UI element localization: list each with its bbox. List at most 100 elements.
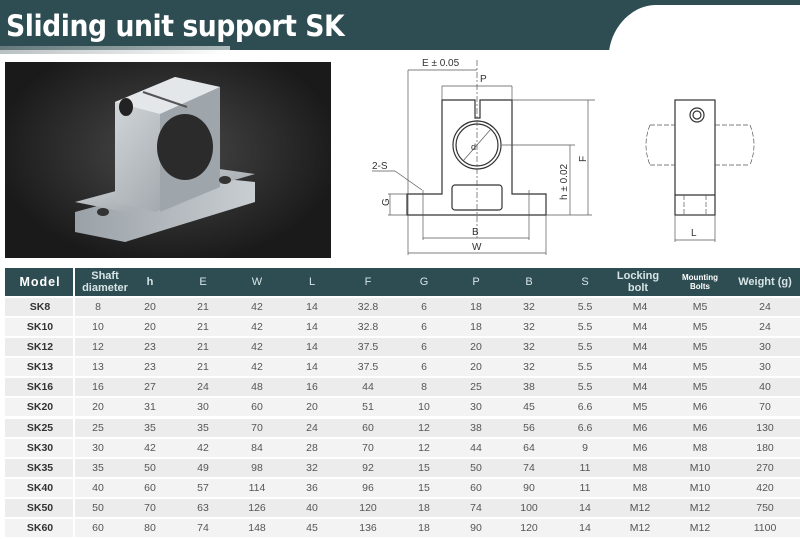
value-cell: 60 [362,421,374,434]
value-cell: 60 [470,481,482,494]
value-cell: 14 [306,321,318,334]
value-cell: 74 [197,522,209,535]
value-cell: 42 [251,321,263,334]
dim-g-label: G [381,198,392,206]
column-header-g: G [419,276,429,288]
value-cell: 5.5 [577,301,593,313]
row-divider [73,338,75,357]
value-cell: 5.5 [577,361,593,374]
value-cell: 6 [421,341,427,354]
value-cell: 32.8 [357,301,379,313]
value-cell: 56 [523,421,535,434]
value-cell: 21 [197,341,209,354]
value-cell: 6 [421,301,427,313]
dim-e-label: E ± 0.05 [422,58,460,69]
value-cell: M4 [632,361,648,374]
dim-s-label: 2-S [372,161,388,172]
row-divider [73,318,75,337]
value-cell: 60 [251,401,263,414]
value-cell: 32 [523,341,535,354]
front-view-drawing: E ± 0.05 P d 2-S G h ± 0.02 F B W [372,58,595,255]
banner-shadow [0,46,230,54]
value-cell: 12 [92,341,104,354]
value-cell: 120 [520,522,538,535]
dim-h-label: h ± 0.02 [559,163,570,200]
value-cell: 750 [756,501,774,514]
value-cell: 50 [470,461,482,474]
value-cell: 8 [95,301,101,313]
model-cell: SK10 [26,321,54,334]
value-cell: 1100 [753,522,777,535]
value-cell: 32 [523,361,535,374]
model-cell: SK20 [26,401,54,414]
value-cell: 20 [92,401,104,414]
value-cell: M10 [689,481,711,494]
value-cell: 120 [359,501,377,514]
column-header-h: h [146,276,154,288]
shaft-support-image [75,77,255,242]
value-cell: 70 [144,501,156,514]
column-header-f: F [364,276,372,288]
value-cell: 20 [306,401,318,414]
value-cell: 92 [362,461,374,474]
value-cell: 24 [197,381,209,394]
value-cell: 21 [197,301,209,313]
value-cell: 15 [418,481,430,494]
value-cell: M5 [692,381,708,394]
row-divider [73,478,75,497]
value-cell: 70 [251,421,263,434]
row-divider [73,358,75,377]
value-cell: 20 [144,301,156,313]
value-cell: 18 [470,301,482,313]
value-cell: M8 [632,481,648,494]
value-cell: 38 [470,421,482,434]
value-cell: 6 [421,321,427,334]
value-cell: M5 [632,401,648,414]
value-cell: 14 [306,361,318,374]
value-cell: 35 [197,421,209,434]
value-cell: M5 [692,361,708,374]
value-cell: 5.5 [577,341,593,354]
value-cell: 10 [92,321,104,334]
row-divider [73,418,75,437]
value-cell: 42 [251,301,263,313]
value-cell: 36 [306,481,318,494]
value-cell: 14 [579,522,591,535]
value-cell: 32 [523,301,535,313]
value-cell: 35 [92,461,104,474]
value-cell: 180 [756,441,774,454]
value-cell: 25 [470,381,482,394]
value-cell: 10 [418,401,430,414]
value-cell: 148 [248,522,266,535]
value-cell: 44 [362,381,374,394]
value-cell: 90 [470,522,482,535]
value-cell: M4 [632,341,648,354]
value-cell: M8 [692,441,708,454]
value-cell: 38 [523,381,535,394]
value-cell: 8 [421,381,427,394]
value-cell: 50 [92,501,104,514]
value-cell: M12 [629,501,651,514]
value-cell: 42 [144,441,156,454]
dim-f-label: F [578,156,589,162]
value-cell: M6 [632,441,648,454]
value-cell: 5.5 [577,381,593,394]
page-title: Sliding unit support SK [6,9,345,43]
value-cell: 44 [470,441,482,454]
value-cell: M6 [692,421,708,434]
column-header-shaft-diameter: Shaft diameter [82,270,128,294]
value-cell: 42 [197,441,209,454]
value-cell: 20 [470,341,482,354]
value-cell: 114 [248,481,266,494]
value-cell: 45 [523,401,535,414]
value-cell: 18 [418,522,430,535]
value-cell: M4 [632,321,648,334]
value-cell: 70 [362,441,374,454]
value-cell: 6.6 [577,401,593,414]
row-divider [73,378,75,397]
model-cell: SK35 [26,461,54,474]
